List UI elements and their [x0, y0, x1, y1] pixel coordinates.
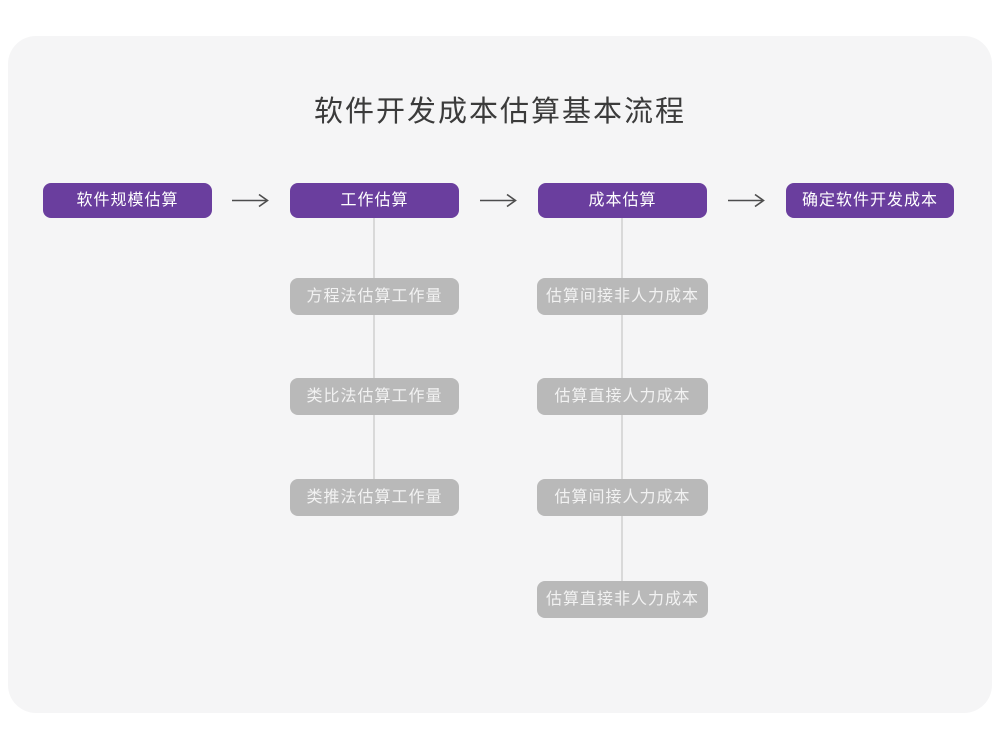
flow-step-software-scale-estimation: 软件规模估算 — [43, 183, 212, 218]
flow-step-work-estimation: 工作估算 — [290, 183, 459, 218]
arrow-right-icon — [728, 193, 765, 208]
diagram-title: 软件开发成本估算基本流程 — [313, 96, 686, 128]
diagram-card — [8, 36, 992, 713]
arrow-right-icon — [480, 193, 517, 208]
work-method-equation: 方程法估算工作量 — [290, 278, 459, 315]
cost-item-direct-labor: 估算直接人力成本 — [537, 378, 708, 415]
work-method-extrapolation: 类推法估算工作量 — [290, 479, 459, 516]
work-method-analogy: 类比法估算工作量 — [290, 378, 459, 415]
flow-step-cost-estimation: 成本估算 — [538, 183, 707, 218]
cost-item-direct-nonlabor: 估算直接非人力成本 — [537, 581, 708, 618]
flow-step-determine-dev-cost: 确定软件开发成本 — [786, 183, 954, 218]
connector-line-work-column — [373, 218, 375, 480]
arrow-right-icon — [232, 193, 269, 208]
cost-item-indirect-nonlabor: 估算间接非人力成本 — [537, 278, 708, 315]
cost-item-indirect-labor: 估算间接人力成本 — [537, 479, 708, 516]
